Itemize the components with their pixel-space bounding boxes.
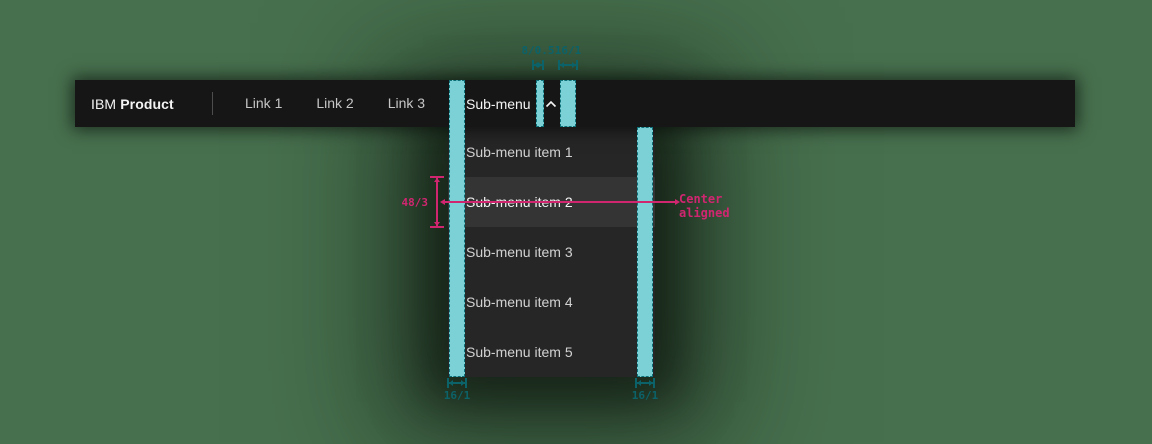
header-nav: Link 1 Link 2 Link 3 bbox=[228, 80, 442, 127]
header-divider bbox=[212, 92, 213, 115]
submenu-dropdown: Sub-menu item 1 Sub-menu item 2 Sub-menu… bbox=[448, 127, 655, 377]
item-height-label: 48/3 bbox=[401, 196, 429, 209]
bottom-left-measure-ruler bbox=[447, 378, 467, 388]
nav-link-2[interactable]: Link 2 bbox=[316, 95, 354, 111]
redline-stripe-dropdown-right-padding bbox=[637, 127, 653, 377]
submenu-trigger-label: Sub-menu bbox=[466, 95, 531, 112]
top-padding-measure-ruler bbox=[558, 60, 578, 70]
item-height-measure-ruler bbox=[430, 176, 444, 228]
chevron-up-icon bbox=[545, 100, 557, 108]
bottom-left-padding-label: 16/1 bbox=[443, 389, 471, 402]
redline-stripe-gap bbox=[536, 80, 544, 127]
center-alignment-note-line2: aligned bbox=[679, 206, 730, 220]
brand-prefix: IBM bbox=[91, 95, 117, 112]
submenu-item-1[interactable]: Sub-menu item 1 bbox=[466, 144, 573, 160]
gap-measure-label: 8/0.5 bbox=[521, 44, 555, 57]
redline-stripe-right-padding bbox=[560, 80, 576, 127]
submenu-item-4[interactable]: Sub-menu item 4 bbox=[466, 294, 573, 310]
submenu-item-3[interactable]: Sub-menu item 3 bbox=[466, 244, 573, 260]
bottom-right-measure-ruler bbox=[635, 378, 655, 388]
center-alignment-note-line1: Center bbox=[679, 192, 723, 206]
nav-link-3[interactable]: Link 3 bbox=[387, 95, 426, 111]
brand-name: Product bbox=[120, 95, 174, 112]
submenu-trigger-button[interactable]: Sub-menu bbox=[449, 80, 576, 127]
top-padding-measure-label: 16/1 bbox=[554, 44, 582, 57]
gap-measure-ruler bbox=[532, 60, 544, 70]
center-alignment-line bbox=[440, 199, 680, 205]
submenu-item-5[interactable]: Sub-menu item 5 bbox=[466, 344, 573, 360]
center-alignment-note: Center aligned bbox=[679, 192, 730, 220]
bottom-right-padding-label: 16/1 bbox=[631, 389, 659, 402]
redline-stripe-left-padding bbox=[449, 80, 465, 377]
nav-link-1[interactable]: Link 1 bbox=[245, 95, 283, 111]
